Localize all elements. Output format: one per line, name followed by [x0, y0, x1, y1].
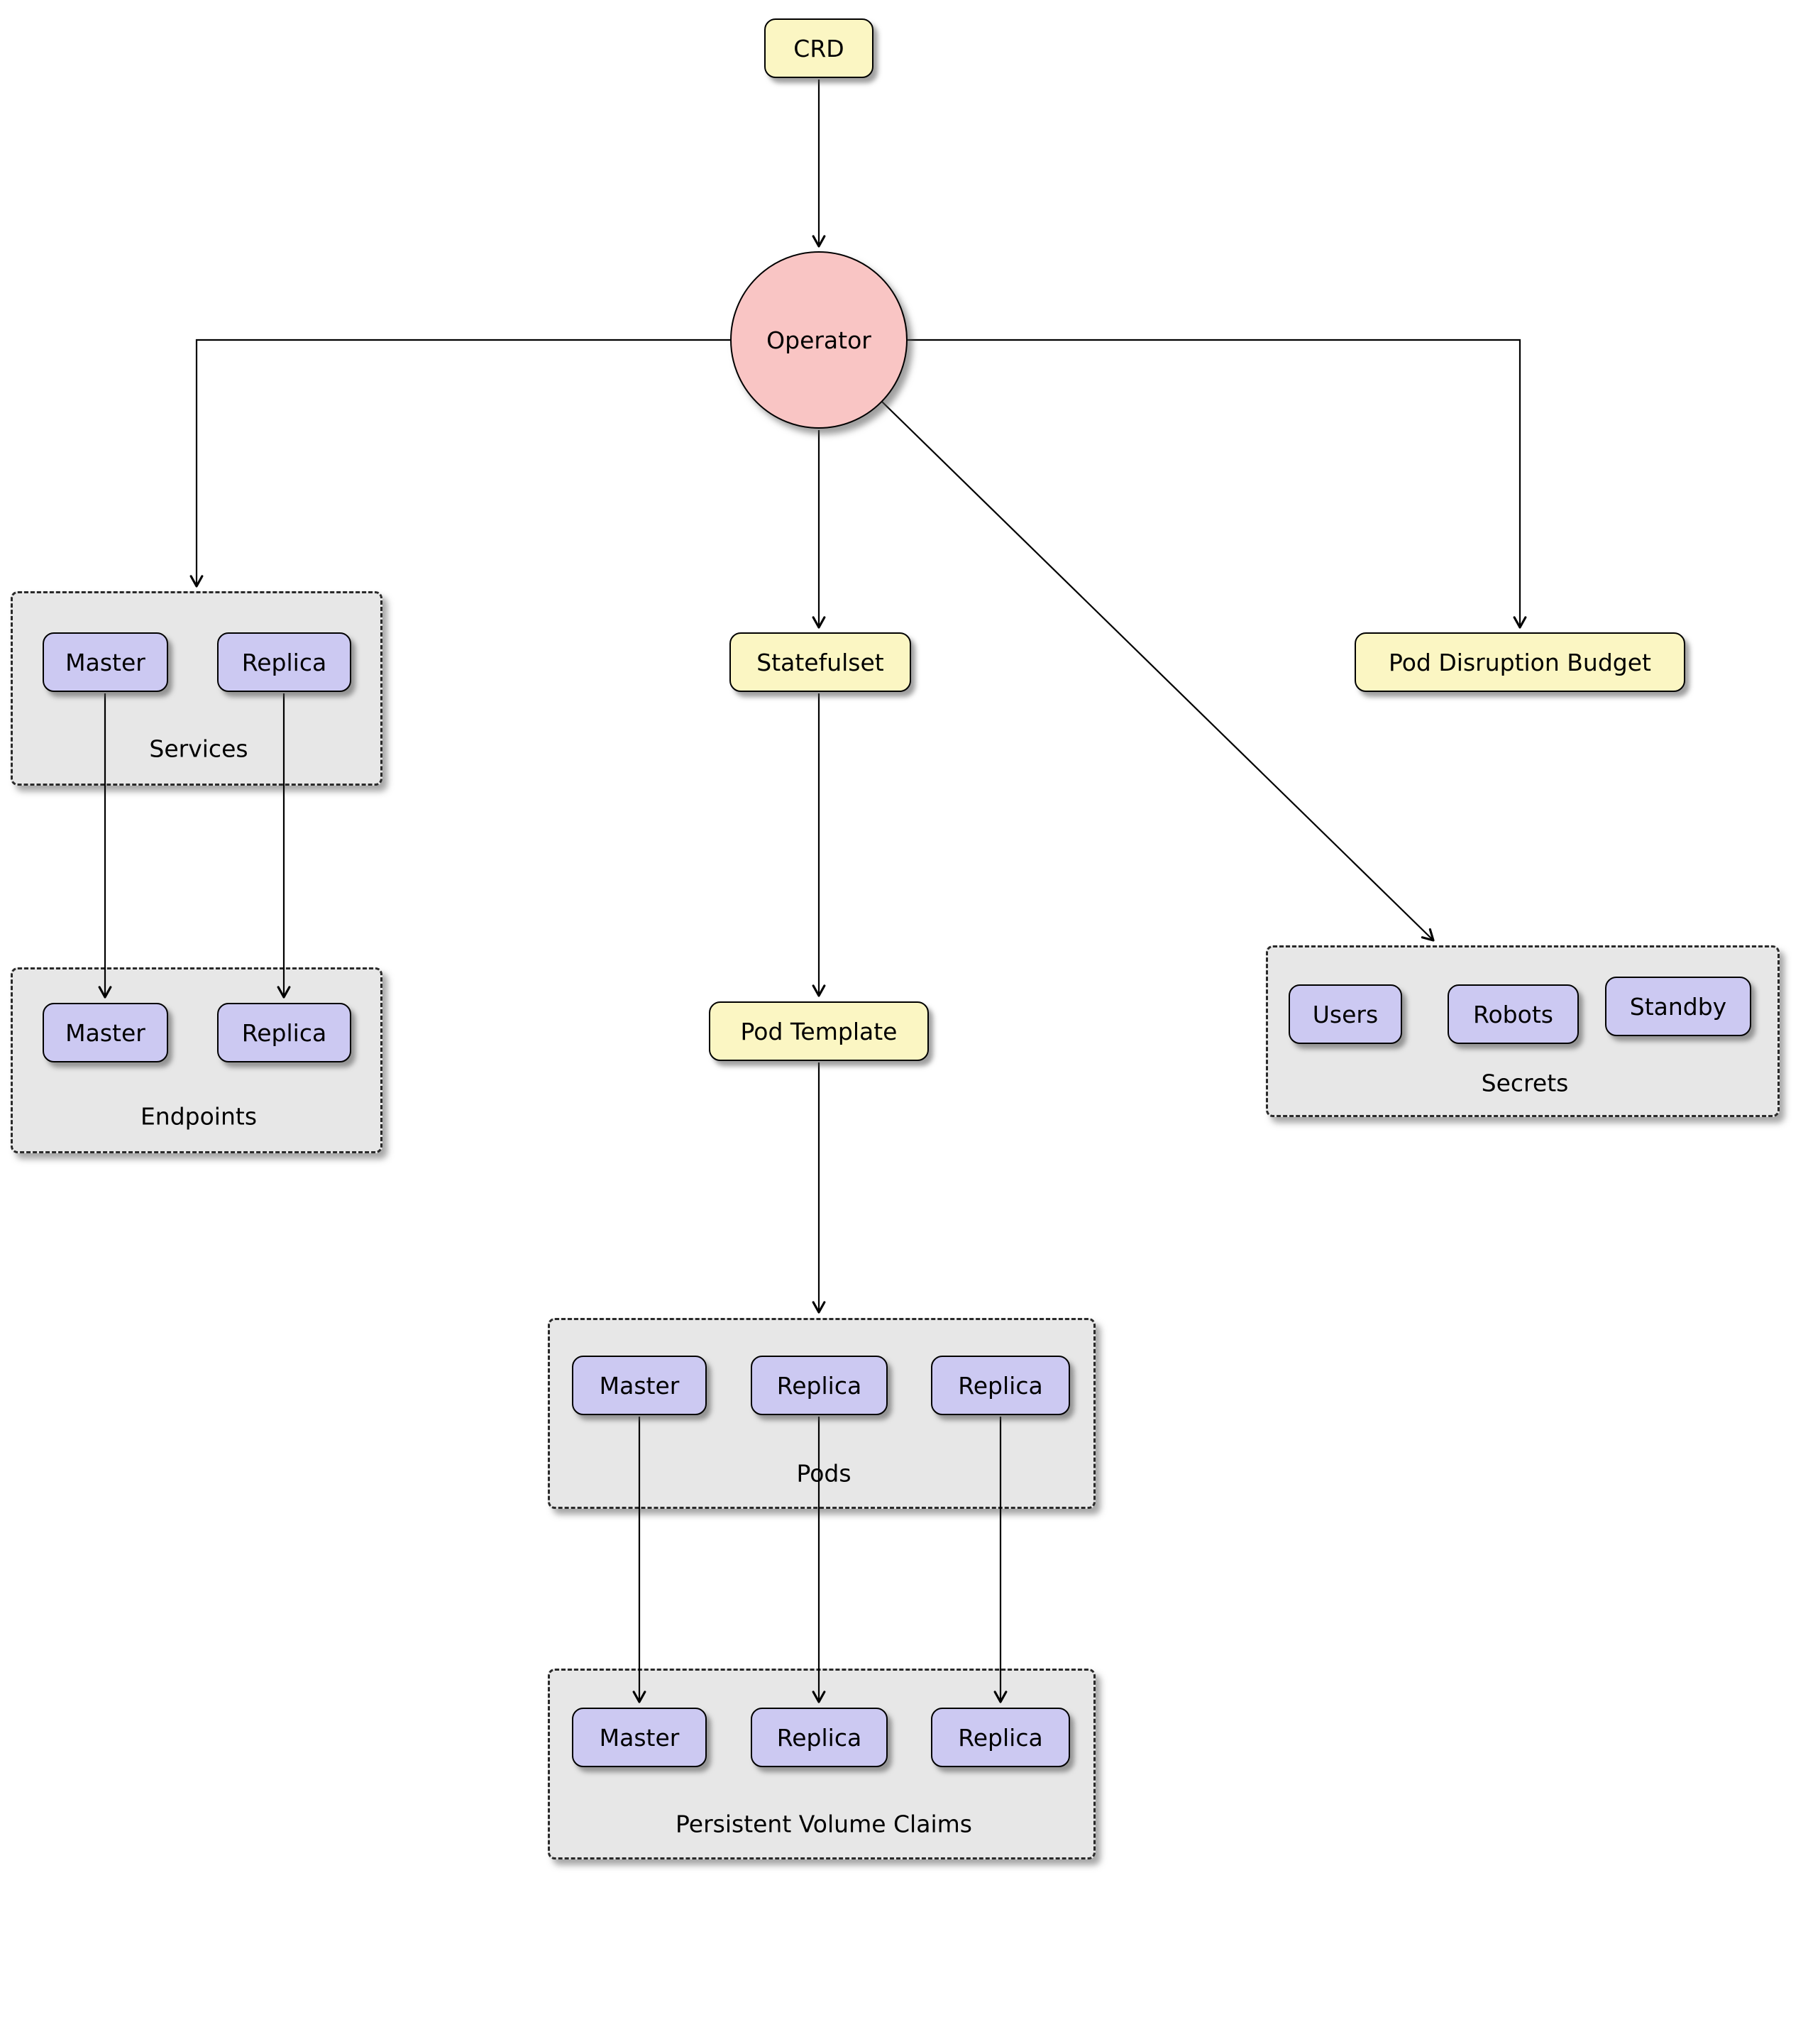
node-services-master: Master	[43, 632, 168, 692]
node-endpoints-master: Master	[43, 1003, 168, 1062]
node-secrets-users: Users	[1289, 984, 1402, 1044]
node-pods-replica-1: Replica	[751, 1356, 888, 1415]
node-secrets-robots: Robots	[1448, 984, 1579, 1044]
node-secrets-standby: Standby	[1605, 977, 1751, 1036]
edge-operator-to-pdb	[908, 339, 1527, 629]
node-statefulset: Statefulset	[729, 632, 911, 692]
node-operator: Operator	[730, 251, 908, 429]
node-pod-disruption-budget: Pod Disruption Budget	[1355, 632, 1685, 692]
node-endpoints-replica: Replica	[217, 1003, 351, 1062]
node-pvc-replica-2: Replica	[931, 1708, 1070, 1767]
node-pods-master: Master	[572, 1356, 707, 1415]
group-services-label: Services	[149, 735, 248, 763]
group-persistent-volume-claims-label: Persistent Volume Claims	[676, 1810, 972, 1838]
node-pvc-master: Master	[572, 1708, 707, 1767]
node-services-replica: Replica	[217, 632, 351, 692]
edge-operator-to-secrets	[881, 401, 1435, 942]
node-pod-template: Pod Template	[709, 1001, 929, 1061]
group-endpoints-label: Endpoints	[140, 1102, 258, 1131]
node-pvc-replica-1: Replica	[751, 1708, 888, 1767]
node-crd: CRD	[764, 18, 873, 78]
node-pods-replica-2: Replica	[931, 1356, 1070, 1415]
group-secrets-label: Secrets	[1481, 1069, 1569, 1097]
edge-operator-to-services	[189, 339, 730, 588]
group-pods-label: Pods	[796, 1459, 851, 1488]
